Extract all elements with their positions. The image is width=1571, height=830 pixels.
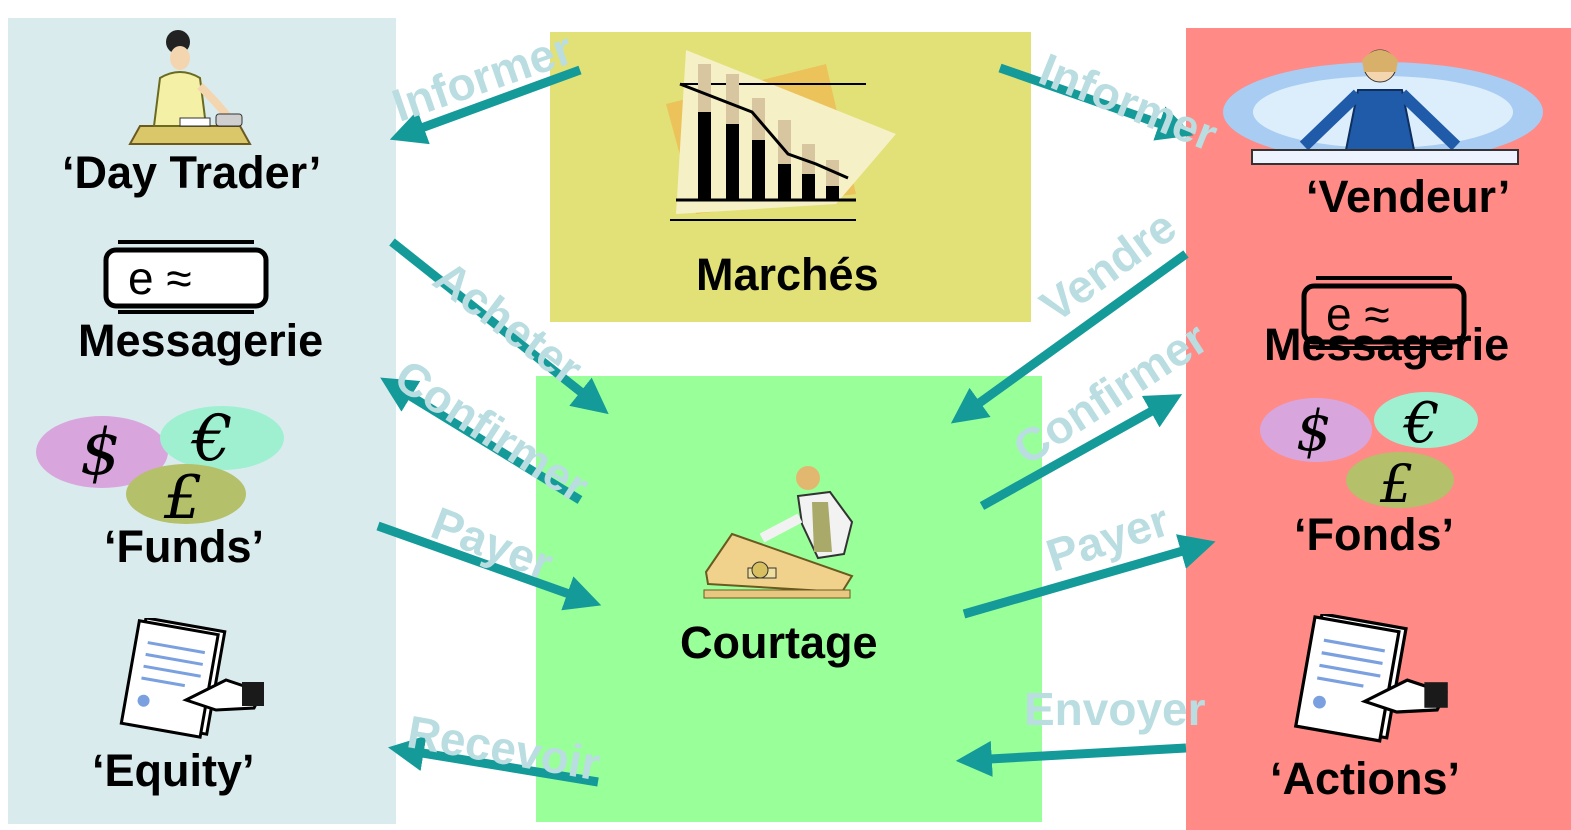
- sell-arrow: [950, 250, 1189, 424]
- market-chart-icon: [666, 50, 896, 221]
- inform-right-arrow: [998, 63, 1194, 141]
- svg-text:$: $: [1296, 399, 1332, 464]
- inform-left-arrow: [389, 65, 582, 145]
- funds-label: ‘Funds’: [104, 521, 264, 572]
- svg-text:£: £: [163, 463, 202, 526]
- day-trader-label: ‘Day Trader’: [62, 147, 322, 198]
- confirm-right-arrow: [979, 394, 1183, 510]
- broker-icon: [703, 466, 854, 599]
- right-currency-icon: $ € £: [1260, 391, 1478, 512]
- seller-icon: [1223, 49, 1543, 165]
- right-email-icon: e ≈: [1301, 276, 1467, 350]
- right-funds-label: ‘Fonds’: [1294, 509, 1454, 560]
- pay-right-arrow: [962, 534, 1216, 619]
- svg-text:£: £: [1379, 455, 1413, 512]
- buy-arrow: [389, 238, 609, 415]
- right-messaging-label: Messagerie: [1264, 319, 1510, 370]
- send-label: Envoyer: [1024, 683, 1206, 735]
- svg-text:$: $: [80, 416, 121, 490]
- svg-text:€: €: [1402, 391, 1440, 456]
- confirm-left-arrow: [380, 377, 583, 504]
- svg-text:€: €: [190, 402, 233, 476]
- left-currency-icon: $ € £: [36, 402, 284, 526]
- left-email-icon: e ≈: [103, 240, 269, 314]
- left-messaging-label: Messagerie: [78, 315, 324, 366]
- receive-arrow: [388, 735, 599, 787]
- equity-label: ‘Equity’: [92, 745, 255, 796]
- brokerage-label: Courtage: [680, 617, 878, 668]
- right-contract-icon: [1293, 614, 1448, 743]
- send-arrow: [955, 740, 1187, 777]
- left-contract-icon: [119, 618, 265, 739]
- pay-left-arrow: [376, 521, 602, 611]
- seller-label: ‘Vendeur’: [1306, 171, 1511, 222]
- markets-label: Marchés: [696, 249, 879, 300]
- shares-label: ‘Actions’: [1270, 753, 1461, 804]
- svg-text:e ≈: e ≈: [1326, 288, 1390, 340]
- day-trader-icon: [128, 30, 252, 145]
- svg-text:e ≈: e ≈: [128, 252, 192, 304]
